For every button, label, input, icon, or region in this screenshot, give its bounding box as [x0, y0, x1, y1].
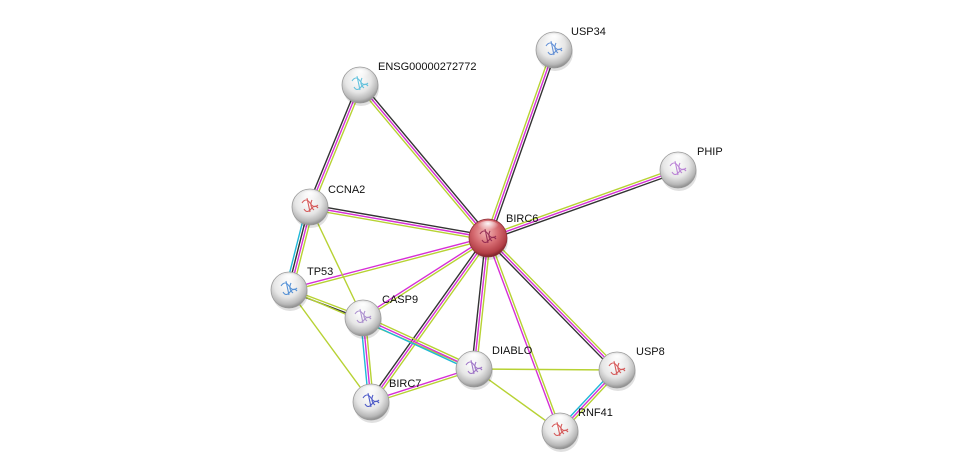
node-ensg00000272772[interactable]: ENSG00000272772 — [341, 61, 476, 106]
node-label: RNF41 — [578, 407, 613, 419]
node-phip[interactable]: PHIP — [659, 146, 723, 191]
edge-strand-coexpression — [368, 236, 487, 402]
node-ccna2[interactable]: CCNA2 — [291, 184, 365, 228]
edge-strand-experiments — [309, 206, 489, 239]
edge-strand-experiments — [486, 238, 560, 432]
node-label: ENSG00000272772 — [378, 61, 476, 73]
node-label: TP53 — [307, 266, 333, 278]
edge-strand-experiments — [361, 236, 488, 318]
node-highlight — [549, 414, 571, 428]
edge-strand-text-mining — [473, 368, 618, 371]
node-usp8[interactable]: USP8 — [598, 346, 665, 391]
edge-strand-text-mining — [363, 315, 476, 368]
edge-strand-text-mining — [372, 238, 491, 404]
node-highlight — [352, 301, 374, 315]
edge-birc6-usp8[interactable] — [485, 235, 620, 373]
edge-strand-text-mining — [475, 238, 492, 370]
edge-diablo-usp8[interactable] — [473, 368, 618, 371]
node-highlight — [543, 33, 565, 47]
node-highlight — [349, 68, 371, 82]
edge-strand-text-mining — [289, 238, 489, 292]
edge-strand-experiments — [487, 237, 618, 371]
edge-strand-experiments — [309, 84, 361, 208]
edge-strand-text-mining — [357, 86, 487, 240]
node-highlight — [360, 385, 382, 399]
node-rnf41[interactable]: RNF41 — [541, 407, 613, 452]
edge-birc6-diablo[interactable] — [470, 237, 492, 370]
edge-strand-text-mining — [485, 48, 553, 238]
node-label: PHIP — [697, 146, 723, 158]
node-label: BIRC6 — [506, 213, 538, 225]
edge-ccna2-casp9[interactable] — [309, 206, 364, 319]
edge-strand-coexpression — [310, 203, 489, 237]
edge-strand-experiments — [473, 237, 489, 370]
edge-strand-text-mining — [488, 237, 562, 431]
edge-strand-experiments — [362, 317, 475, 370]
node-highlight — [278, 273, 300, 287]
edge-strand-database — [361, 319, 474, 372]
edge-birc6-ensg00000272772[interactable] — [357, 83, 491, 240]
edge-strand-coexpression — [489, 50, 557, 240]
node-birc6[interactable]: BIRC6 — [468, 213, 538, 260]
edge-strand-experiments — [359, 84, 489, 239]
edge-birc6-phip[interactable] — [486, 167, 680, 241]
edge-ensg00000272772-ccna2[interactable] — [307, 83, 363, 209]
edge-strand-experiments — [288, 236, 488, 290]
node-diablo[interactable]: DIABLO — [455, 345, 533, 390]
edge-tp53-birc7[interactable] — [288, 289, 372, 403]
node-highlight — [606, 353, 628, 367]
edge-strand-coexpression — [470, 237, 487, 369]
edge-birc6-birc7[interactable] — [368, 236, 491, 404]
edge-strand-text-mining — [309, 206, 364, 319]
edge-strand-coexpression — [485, 239, 616, 373]
edge-strand-coexpression — [361, 83, 491, 237]
edge-strand-text-mining — [489, 235, 620, 369]
edge-strand-experiments — [487, 49, 555, 239]
edge-strand-text-mining — [311, 85, 363, 209]
edge-strand-text-mining — [309, 208, 488, 242]
edge-birc6-usp34[interactable] — [485, 48, 557, 240]
node-label: USP34 — [571, 26, 606, 38]
edge-strand-experiments — [370, 237, 489, 403]
node-casp9[interactable]: CASP9 — [344, 294, 418, 339]
node-label: DIABLO — [492, 345, 533, 357]
node-label: CASP9 — [382, 294, 418, 306]
node-label: CCNA2 — [328, 184, 365, 196]
edge-birc6-rnf41[interactable] — [486, 237, 562, 432]
node-birc7[interactable]: BIRC7 — [352, 378, 421, 423]
node-highlight — [299, 190, 321, 204]
node-tp53[interactable]: TP53 — [270, 266, 333, 311]
edge-strand-experiments — [487, 169, 679, 239]
edge-strand-coexpression — [488, 171, 680, 241]
edge-strand-text-mining — [486, 167, 678, 237]
node-label: BIRC7 — [389, 378, 421, 390]
edge-casp9-diablo[interactable] — [361, 315, 476, 372]
edges-layer — [284, 48, 680, 434]
node-highlight — [667, 153, 689, 167]
edge-strand-text-mining — [363, 238, 490, 320]
node-highlight — [463, 352, 485, 366]
edge-strand-text-mining — [288, 289, 372, 403]
node-label: USP8 — [636, 346, 665, 358]
edge-strand-coexpression — [307, 83, 359, 207]
edge-birc6-tp53[interactable] — [288, 236, 489, 292]
edge-birc6-casp9[interactable] — [361, 236, 490, 320]
node-highlight — [476, 220, 500, 235]
node-usp34[interactable]: USP34 — [535, 26, 606, 71]
edge-birc6-ccna2[interactable] — [309, 203, 489, 242]
